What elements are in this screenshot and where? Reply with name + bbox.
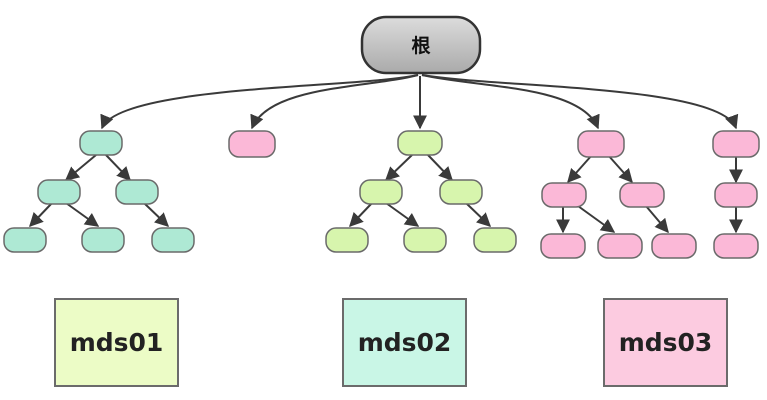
edge-root-tree5	[421, 74, 739, 130]
tree3-nodes	[325, 130, 517, 253]
tree-node	[577, 130, 625, 158]
tree-node	[713, 233, 759, 259]
edge	[577, 205, 616, 233]
mds03-label: mds03	[618, 328, 713, 357]
tree-node	[79, 130, 123, 156]
edge	[64, 154, 97, 181]
tree-node	[619, 182, 665, 208]
edge	[29, 202, 53, 228]
tree-node	[541, 182, 587, 208]
tree4-nodes	[540, 130, 697, 259]
edge	[143, 202, 170, 227]
edge	[465, 202, 492, 227]
edge-root-tree4	[421, 74, 600, 130]
tree-node	[325, 227, 369, 253]
tree-node	[714, 182, 758, 208]
edge	[105, 154, 131, 182]
edge	[645, 205, 669, 234]
tree-node	[712, 130, 760, 158]
mds02-box: mds02	[342, 298, 467, 387]
tree-node	[439, 179, 483, 205]
edge	[65, 202, 100, 227]
tree-node	[151, 227, 195, 253]
edge	[427, 154, 453, 182]
tree-node	[228, 130, 276, 158]
tree-node	[651, 233, 697, 259]
tree1-nodes	[3, 130, 195, 253]
mds02-label: mds02	[357, 328, 452, 357]
edge	[567, 154, 593, 184]
tree-node	[359, 179, 403, 205]
root-label: 根	[411, 34, 430, 57]
tree-edges	[29, 154, 743, 234]
root-node: 根	[360, 15, 482, 75]
tree2-nodes	[228, 130, 276, 158]
tree5-nodes	[712, 130, 760, 259]
edge	[385, 202, 420, 227]
tree-node	[397, 130, 443, 156]
root-edges	[100, 74, 739, 130]
tree-node	[81, 227, 125, 253]
edge	[384, 154, 413, 181]
tree-node	[403, 227, 447, 253]
mds03-box: mds03	[603, 298, 728, 387]
edge-root-tree2	[250, 74, 419, 130]
tree-node	[37, 179, 81, 205]
tree-node	[473, 227, 517, 253]
edge	[349, 202, 373, 228]
tree-node	[540, 233, 586, 259]
mds01-box: mds01	[54, 298, 179, 387]
tree-node	[597, 233, 643, 259]
mds01-label: mds01	[69, 328, 164, 357]
tree-node	[3, 227, 47, 253]
tree-node	[115, 179, 159, 205]
edge-root-tree1	[100, 74, 419, 130]
edge	[607, 154, 633, 184]
